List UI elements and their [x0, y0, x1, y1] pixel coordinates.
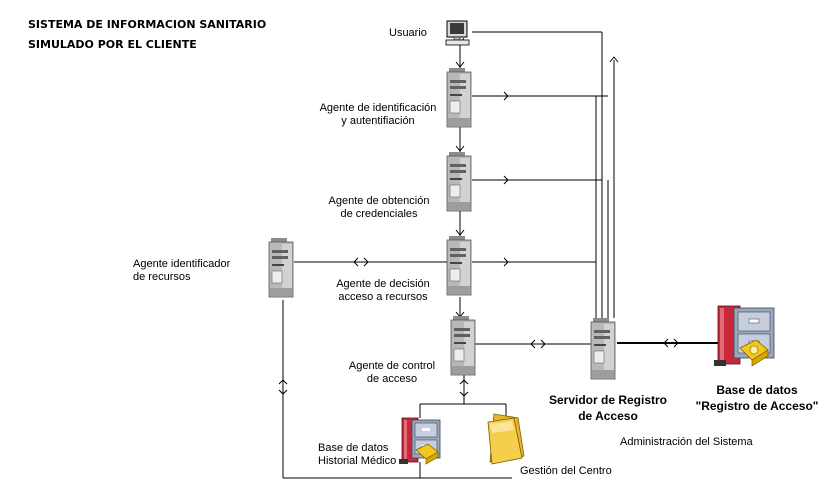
server-tower-icon: [446, 236, 474, 296]
agente-credenciales-line-1: Agente de obtención: [328, 195, 430, 207]
server-tower-icon: [446, 68, 474, 128]
server-tower-icon: [450, 316, 478, 376]
servidor-line-1: Servidor de Registro: [548, 393, 668, 407]
bd-historial-label: Base de datos Historial Médico: [318, 442, 396, 468]
agente-recursos-line-1: Agente identificador: [133, 258, 231, 270]
agente-identificacion-label: Agente de identificación y autentifiació…: [310, 102, 446, 128]
servidor-label: Servidor de Registro de Acceso: [548, 392, 668, 424]
server-tower-icon: [268, 238, 296, 298]
agente-credenciales-label: Agente de obtención de credenciales: [318, 195, 440, 221]
agente-control-label: Agente de control de acceso: [336, 360, 448, 386]
computer-icon: [445, 20, 471, 46]
agente-identificacion-line-2: y autentifiación: [341, 115, 415, 127]
bd-registro-line-1: Base de datos: [716, 383, 798, 397]
usuario-label: Usuario: [389, 27, 427, 39]
agente-recursos-line-2: de recursos: [133, 271, 191, 283]
agente-decision-label: Agente de decisión acceso a recursos: [322, 278, 444, 304]
agente-recursos-label: Agente identificador de recursos: [133, 258, 230, 284]
gestion-label: Gestión del Centro: [520, 465, 612, 477]
diagram-title-line-1: SISTEMA DE INFORMACION SANITARIO: [28, 18, 267, 31]
bd-registro-label: Base de datos "Registro de Acceso": [695, 382, 819, 414]
server-tower-icon: [446, 152, 474, 212]
bd-registro-line-2: "Registro de Acceso": [695, 399, 819, 413]
agente-decision-line-1: Agente de decisión: [336, 278, 430, 290]
agente-identificacion-line-1: Agente de identificación: [319, 102, 437, 114]
database-cabinet-icon: [398, 416, 442, 466]
agente-decision-line-2: acceso a recursos: [338, 291, 428, 303]
agente-control-line-1: Agente de control: [348, 360, 436, 372]
administracion-label: Administración del Sistema: [620, 436, 753, 448]
agente-control-line-2: de acceso: [366, 373, 418, 385]
folder-icon: [484, 412, 526, 466]
bd-historial-line-1: Base de datos: [318, 442, 389, 454]
diagram-title-line-2: SIMULADO POR EL CLIENTE: [28, 38, 197, 51]
agente-credenciales-line-2: de credenciales: [340, 208, 418, 220]
servidor-line-2: de Acceso: [578, 409, 638, 423]
bd-historial-line-2: Historial Médico: [318, 455, 397, 467]
server-tower-icon: [590, 318, 618, 380]
database-cabinet-icon: [712, 304, 778, 368]
